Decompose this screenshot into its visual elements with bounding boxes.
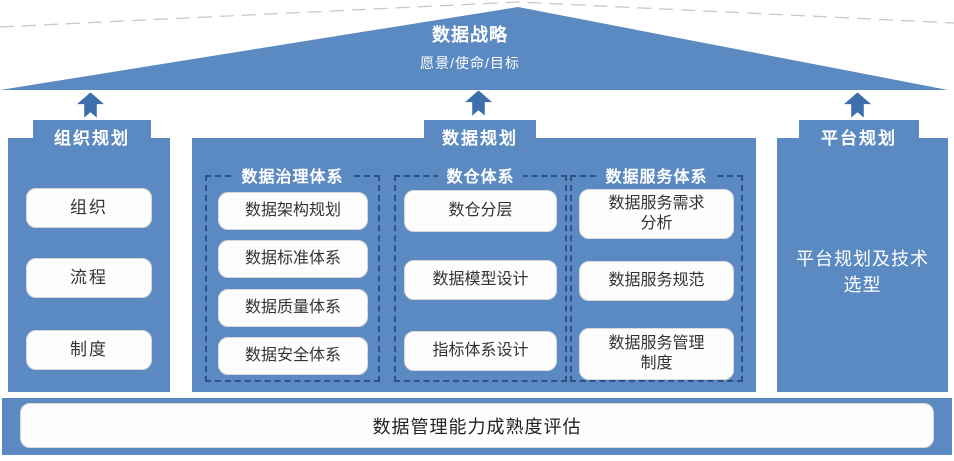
item-box: 数据模型设计 bbox=[404, 260, 557, 300]
tab-org-planning: 组织规划 bbox=[33, 120, 151, 152]
roof-shape bbox=[0, 1, 954, 90]
tab-data-planning: 数据规划 bbox=[424, 120, 536, 152]
org-item: 组织 bbox=[26, 188, 152, 228]
maturity-assessment-box: 数据管理能力成熟度评估 bbox=[20, 403, 934, 448]
org-item: 流程 bbox=[26, 258, 152, 298]
group-header: 数据服务体系 bbox=[572, 163, 741, 187]
platform-body-text: 平台规划及技术选型 bbox=[796, 248, 929, 295]
roof-title: 数据战略 bbox=[432, 25, 508, 45]
item-box: 指标体系设计 bbox=[404, 331, 557, 371]
group-header: 数仓体系 bbox=[396, 163, 565, 187]
item-box: 数据服务管理制度 bbox=[579, 328, 734, 380]
item-box: 数仓分层 bbox=[404, 190, 557, 232]
item-box: 数据服务规范 bbox=[579, 261, 734, 301]
arrow-up-icon bbox=[465, 90, 492, 116]
org-item: 制度 bbox=[26, 330, 152, 370]
group-data-governance: 数据治理体系 数据架构规划 数据标准体系 数据质量体系 数据安全体系 bbox=[205, 169, 380, 382]
item-box: 数据质量体系 bbox=[218, 289, 368, 327]
tab-platform-planning: 平台规划 bbox=[799, 120, 919, 152]
group-header: 数据治理体系 bbox=[207, 163, 378, 187]
arrow-up-icon bbox=[77, 92, 104, 118]
panel-org-planning: 组织 流程 制度 bbox=[8, 138, 170, 392]
arrow-up-icon bbox=[844, 92, 871, 118]
roof-subtitle: 愿景/使命/目标 bbox=[420, 55, 520, 71]
item-box: 数据安全体系 bbox=[218, 337, 368, 375]
panel-data-planning: 数据治理体系 数据架构规划 数据标准体系 数据质量体系 数据安全体系 数仓体系 … bbox=[192, 138, 756, 392]
footer-bar: 数据管理能力成熟度评估 bbox=[2, 398, 952, 455]
panel-platform-planning: 平台规划及技术选型 bbox=[777, 138, 948, 392]
roof-triangle bbox=[0, 7, 948, 90]
roof-outline bbox=[0, 1, 954, 28]
item-box: 数据架构规划 bbox=[218, 192, 368, 230]
item-box: 数据服务需求分析 bbox=[579, 189, 734, 239]
item-box: 数据标准体系 bbox=[218, 240, 368, 278]
group-data-warehouse: 数仓体系 数仓分层 数据模型设计 指标体系设计 bbox=[394, 169, 567, 382]
group-data-service: 数据服务体系 数据服务需求分析 数据服务规范 数据服务管理制度 bbox=[570, 169, 743, 382]
